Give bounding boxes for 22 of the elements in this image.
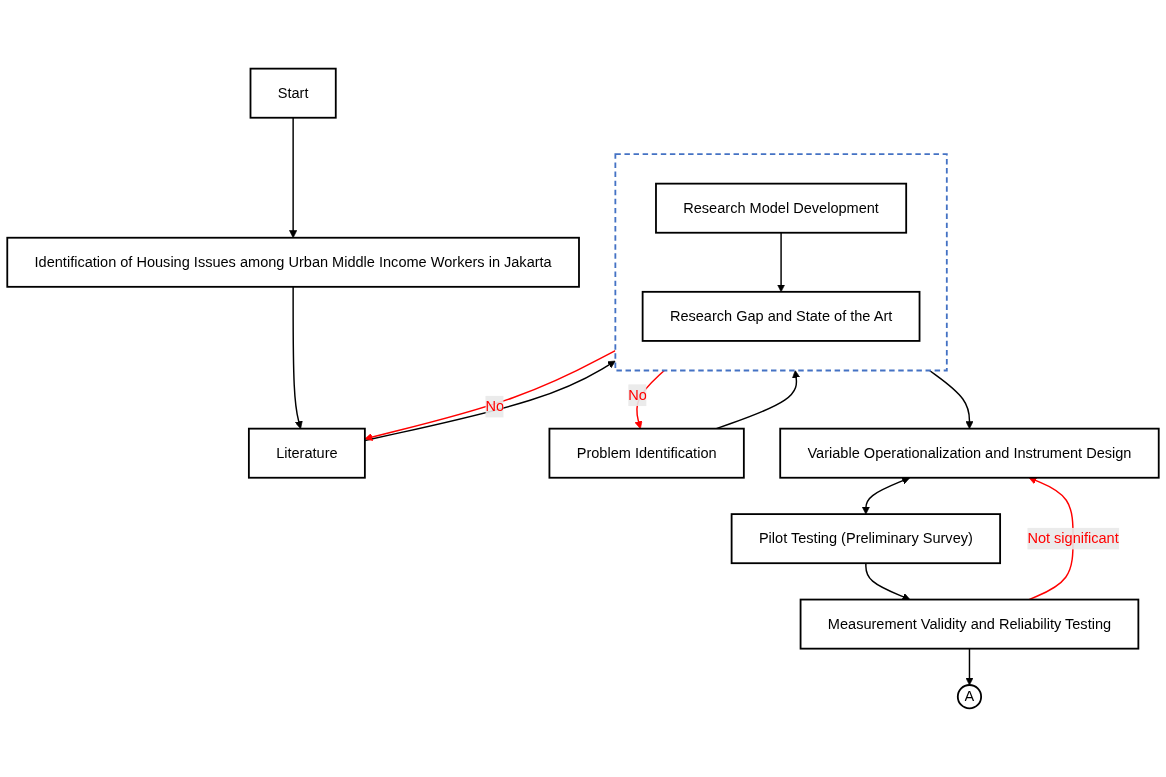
arrow (861, 476, 910, 515)
cluster (614, 153, 948, 372)
edge-label: No (485, 398, 504, 414)
arrow (292, 286, 303, 429)
node-box: Pilot Testing (Preliminary Survey) (730, 513, 1002, 565)
node-box: Research Model Development (655, 182, 908, 234)
arrow (928, 369, 974, 429)
arrow (865, 562, 911, 601)
node-circle: A (956, 684, 983, 710)
edge-label: No (628, 387, 647, 403)
node-box: Measurement Validity and Reliability Testing (799, 598, 1140, 650)
edge-label: Not significant (1027, 530, 1119, 546)
arrow (289, 117, 298, 239)
node-box: Variable Operationalization and Instrument Design (779, 427, 1160, 479)
node-box: Start (249, 67, 337, 119)
node-box: Problem Identification (548, 427, 745, 479)
arrow (965, 647, 974, 686)
arrow (634, 369, 666, 429)
arrow (777, 232, 786, 293)
node-box: Research Gap and State of the Art (641, 290, 921, 342)
node-box: Literature (247, 427, 366, 479)
node-box: Identification of Housing Issues among Urban Middle Income Workers in Jakarta (6, 236, 580, 288)
